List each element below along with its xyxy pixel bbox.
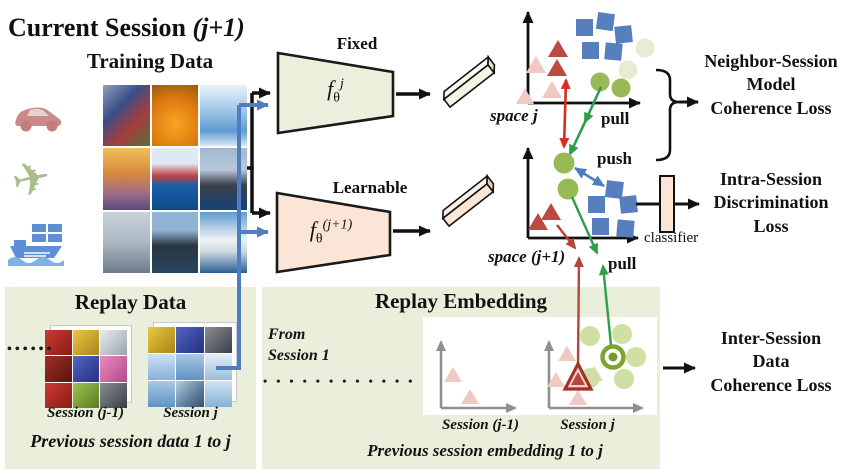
push-label: push [597, 149, 632, 168]
embedding-bar-fixed [442, 54, 496, 109]
replay-photo [148, 327, 176, 353]
replay-photo [204, 327, 232, 353]
classifier-bar [659, 175, 675, 233]
loss-line: Coherence Loss [710, 97, 832, 118]
replay-photo [72, 382, 100, 408]
loss-line: Loss [753, 215, 789, 236]
replay-photo [148, 354, 176, 380]
training-photo [103, 148, 150, 210]
green-circle [611, 78, 631, 98]
learnable-encoder-label: Learnable [332, 178, 408, 197]
red-arrow-down [556, 224, 577, 250]
car-icon [15, 107, 62, 132]
green-circle [557, 178, 579, 200]
training-data-grid [103, 85, 247, 273]
replay-photo [176, 381, 204, 407]
training-photo [151, 85, 199, 147]
replay-embedding-title: Replay Embedding [374, 289, 548, 313]
light-green-circle [635, 38, 655, 58]
loss-line: Discrimination [713, 192, 829, 213]
replay-session-prev-label: Session (j-1) [46, 405, 125, 421]
green-arrow-down [570, 196, 599, 255]
embedding-bar-learnable [441, 173, 495, 228]
training-photo [200, 148, 247, 210]
replay-photo [176, 354, 204, 380]
neighbor-session-loss-label: Neighbor-Session Model Coherence Loss [695, 50, 847, 120]
training-photo [103, 211, 150, 273]
figure-title: Current Session (j+1) [8, 13, 245, 43]
loss-line: Neighbor-Session [704, 51, 838, 71]
space-j1-label: space (j+1) [488, 247, 566, 266]
blue-square-cluster [588, 180, 638, 238]
training-data-connector [247, 87, 271, 219]
f-sub: θ [315, 231, 323, 247]
pull-green-arrow-top [568, 86, 603, 156]
replay-photo [72, 356, 100, 382]
loss-line: Model [746, 74, 796, 95]
classifier-label: classifier [644, 230, 699, 246]
replay-photo [45, 356, 72, 382]
green-circle [553, 152, 575, 174]
replay-photo [204, 381, 232, 407]
replay-session-j-grid [148, 322, 237, 407]
training-photo [200, 211, 247, 273]
f-sup: j [339, 76, 344, 92]
loss-line: Inter-Session [720, 328, 822, 348]
loss-line: Data [752, 351, 790, 372]
green-circle [590, 72, 610, 92]
coherence-red-arrow [559, 78, 571, 149]
training-photo [151, 211, 199, 273]
from-session-line1: From [268, 326, 306, 343]
f-sub: θ [333, 90, 340, 106]
training-photo [151, 148, 199, 210]
replay-photo [148, 381, 176, 407]
grouping-brace [655, 68, 680, 162]
inter-session-loss-label: Inter-Session Data Coherence Loss [695, 327, 847, 397]
fixed-encoder-label: Fixed [336, 34, 378, 53]
replay-photo [100, 330, 127, 356]
airplane-icon: ✈ [6, 148, 56, 210]
title-session-index: (j+1) [192, 13, 245, 42]
embedding-session-prev-label: Session (j-1) [441, 417, 520, 433]
pull-top-label: pull [601, 109, 630, 128]
red-triangle-cluster [528, 203, 561, 230]
replay-photo [204, 354, 232, 380]
replay-photo [45, 330, 72, 356]
replay-embedding-plot-panel [423, 317, 657, 415]
push-blue-arrow [574, 166, 605, 188]
space-j-plot [516, 11, 655, 109]
replay-photo [100, 356, 127, 382]
replay-embedding-dots: • • • • • • • • • • • • [263, 374, 416, 388]
replay-embedding-caption: Previous session embedding 1 to j [367, 441, 603, 460]
training-photo [103, 85, 150, 147]
replay-photo [45, 382, 72, 408]
embedding-session-j-label: Session j [560, 417, 615, 433]
learnable-encoder-symbol: fθ(j+1) [272, 217, 390, 247]
pull-bottom-label: pull [608, 254, 637, 273]
replay-data-title: Replay Data [74, 290, 187, 314]
light-green-circle [618, 60, 638, 80]
from-session-line2: Session 1 [268, 347, 330, 364]
replay-session-prev-grid [45, 325, 132, 408]
replay-data-caption: Previous session data 1 to j [30, 431, 231, 451]
replay-photo [72, 330, 100, 356]
replay-photo [176, 327, 204, 353]
loss-line: Coherence Loss [710, 374, 832, 395]
replay-data-ellipsis: •••••• [7, 342, 55, 357]
training-data-heading: Training Data [86, 49, 214, 73]
blue-square-cluster [576, 11, 633, 61]
f-sup: (j+1) [322, 217, 353, 233]
space-j-label: space j [490, 106, 538, 125]
loss-line: Intra-Session [719, 169, 822, 189]
fixed-encoder-symbol: fθj [278, 76, 393, 106]
replay-photo [100, 382, 127, 408]
title-main: Current Session [8, 13, 193, 42]
ship-icon [8, 224, 64, 266]
training-photo [200, 85, 247, 147]
replay-session-j-label: Session j [163, 405, 218, 421]
intra-session-loss-label: Intra-Session Discrimination Loss [695, 168, 847, 238]
red-triangle-cluster [516, 40, 568, 104]
